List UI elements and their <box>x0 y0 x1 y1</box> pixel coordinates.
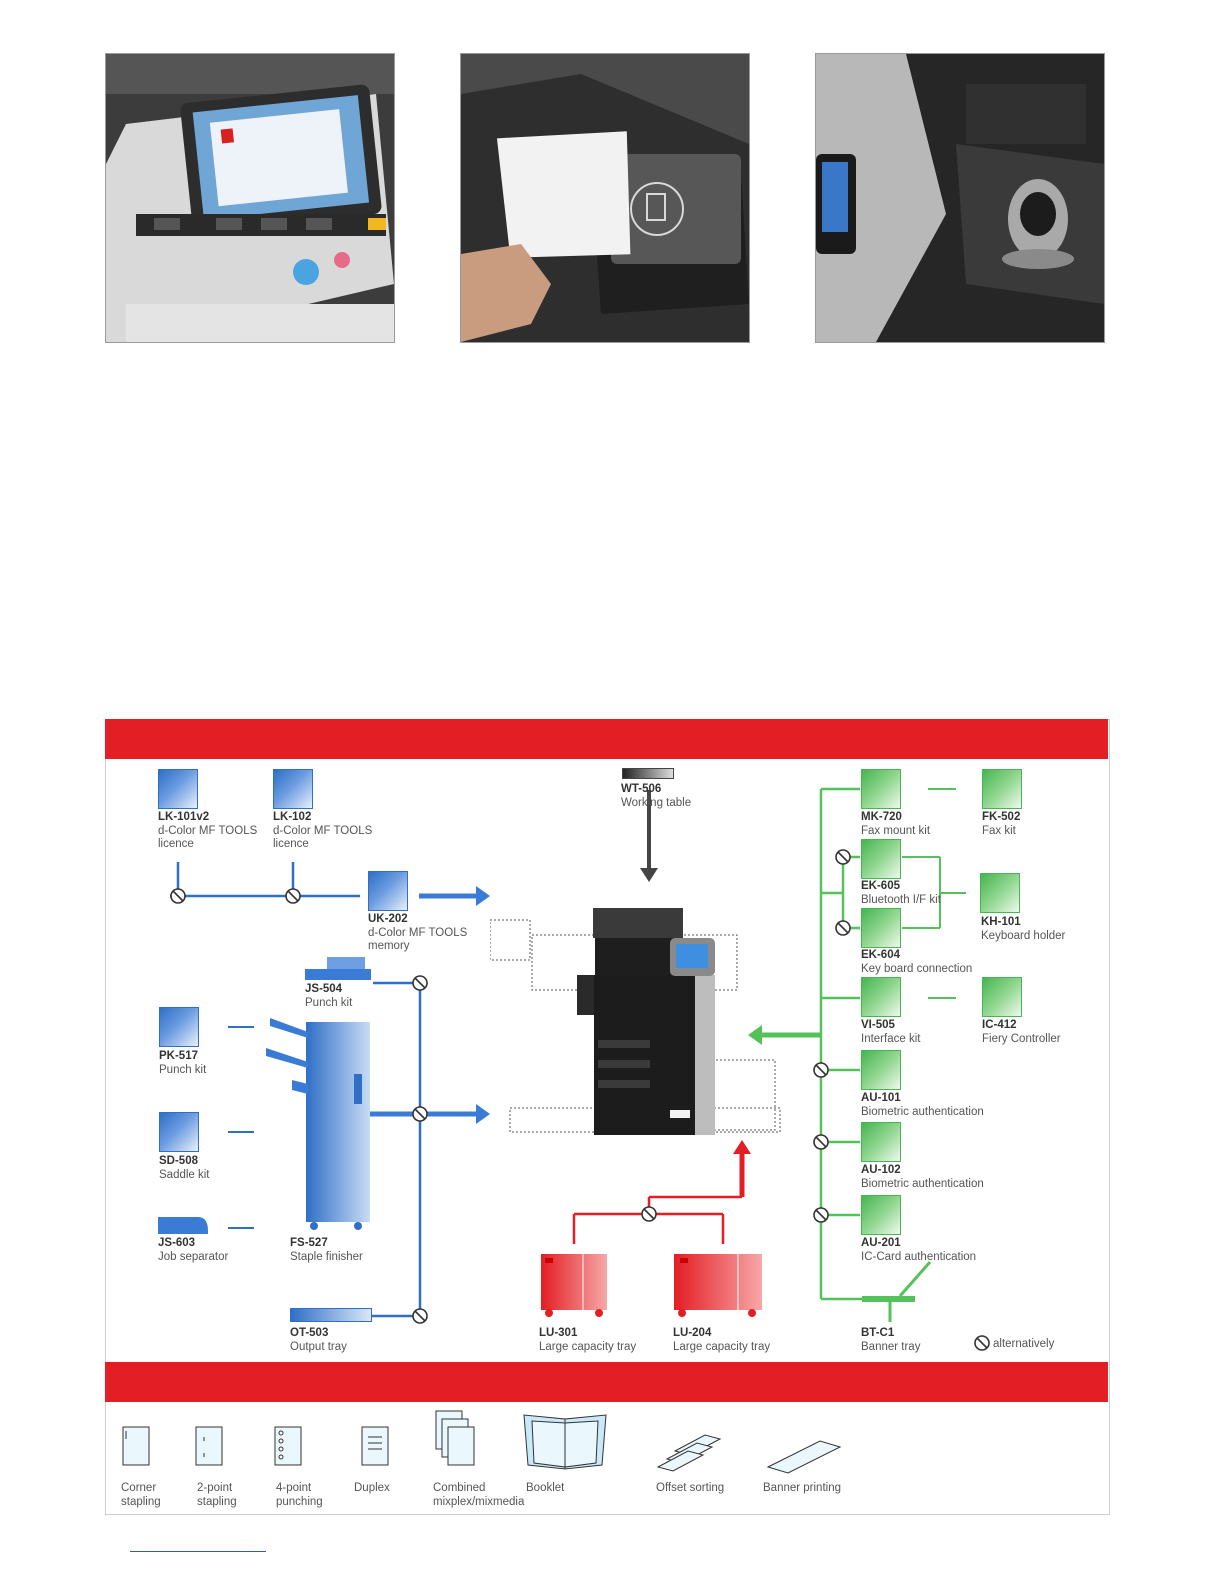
mfp-device-illustration <box>490 908 781 1135</box>
features-header-bar <box>105 1362 1108 1402</box>
fk502-icon <box>982 769 1022 809</box>
pk517-icon <box>159 1007 199 1047</box>
booklet-icon <box>523 1414 607 1470</box>
sd508-icon <box>159 1112 199 1152</box>
feature-label: Booklet <box>526 1482 565 1494</box>
mk720-icon <box>861 769 901 809</box>
feature-label: Banner printing <box>763 1482 841 1494</box>
lk102-icon <box>273 769 313 809</box>
duplex-icon <box>361 1426 389 1466</box>
au201-icon <box>861 1195 901 1235</box>
fs527-icon <box>266 1018 370 1230</box>
feature-icons <box>122 1410 842 1474</box>
feature-label: Offset sorting <box>656 1482 725 1494</box>
photo-control-panel <box>105 53 395 343</box>
kh101-icon <box>980 873 1020 913</box>
photo-biometric-scanner <box>815 53 1105 343</box>
footer-link-underline[interactable] <box>130 1551 266 1552</box>
wt506-icon <box>622 768 674 779</box>
ot503-icon <box>290 1308 372 1322</box>
options-header-bar <box>105 719 1108 759</box>
offset-sorting-icon <box>656 1434 722 1472</box>
feature-label: Duplex <box>354 1482 390 1494</box>
lu301-icon <box>541 1254 607 1317</box>
corner-stapling-icon <box>122 1426 150 1466</box>
alternatively-legend: alternatively <box>993 1338 1055 1350</box>
uk202-icon <box>368 871 408 911</box>
2-point-stapling-icon <box>195 1426 223 1466</box>
lu204-icon <box>674 1254 762 1317</box>
lk101-icon <box>158 769 198 809</box>
ek604-icon <box>861 908 901 948</box>
au101-icon <box>861 1050 901 1090</box>
au102-icon <box>861 1122 901 1162</box>
photo-card-reader <box>460 53 750 343</box>
combined-mixplex-icon <box>447 1426 475 1466</box>
vi505-icon <box>861 977 901 1017</box>
banner-printing-icon <box>766 1440 842 1474</box>
js504-icon <box>305 957 371 980</box>
js603-icon <box>158 1217 208 1234</box>
ek605-icon <box>861 839 901 879</box>
ic412-icon <box>982 977 1022 1017</box>
